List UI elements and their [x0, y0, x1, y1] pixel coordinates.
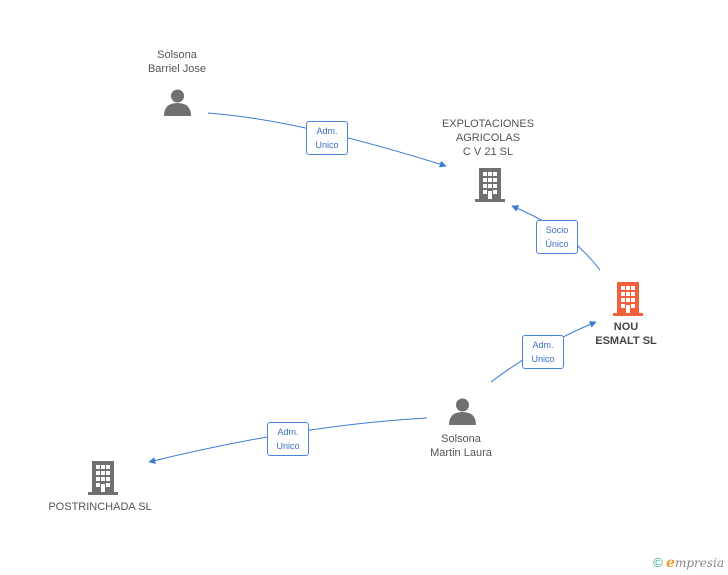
- node-label-barriel[interactable]: Solsona Barriel Jose: [147, 49, 207, 75]
- person-icon[interactable]: [448, 397, 477, 425]
- node-label-postrinchada[interactable]: POSTRINCHADA SL: [48, 501, 152, 513]
- building-icon[interactable]: [88, 460, 118, 495]
- brand-logo: empresia: [666, 555, 724, 571]
- person-icon[interactable]: [163, 88, 192, 116]
- copyright-symbol: ©: [653, 555, 663, 570]
- edge-label-socio-unico[interactable]: Socio Único: [536, 220, 578, 254]
- edge-label-adm-unico[interactable]: Adm. Unico: [522, 335, 564, 369]
- node-label-nou-esmalt[interactable]: NOU ESMALT SL: [595, 321, 657, 347]
- building-icon[interactable]: [475, 167, 505, 202]
- edge-label-adm-unico[interactable]: Adm. Unico: [306, 121, 348, 155]
- building-icon[interactable]: [613, 281, 643, 316]
- node-label-martin[interactable]: Solsona Martin Laura: [430, 433, 492, 459]
- node-label-explotaciones[interactable]: EXPLOTACIONES AGRICOLAS C V 21 SL: [441, 118, 535, 158]
- brand-footer[interactable]: © empresia: [653, 555, 724, 571]
- edge-label-adm-unico[interactable]: Adm. Unico: [267, 422, 309, 456]
